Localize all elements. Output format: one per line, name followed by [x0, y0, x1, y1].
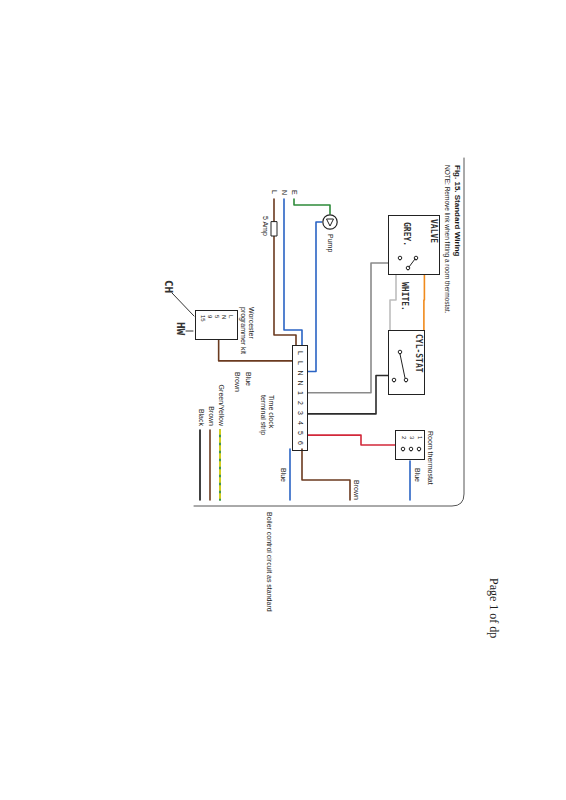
note: Boiler control circuit as standard — [265, 512, 273, 612]
circuit-note: CH — [162, 280, 174, 293]
earth-wire — [219, 430, 221, 500]
boiler-blue-wire — [289, 449, 291, 500]
terminal-name: L — [270, 190, 278, 194]
fuse-rating: 5 Amp — [261, 216, 269, 236]
wire-colour: Black — [197, 378, 205, 426]
terminal-name: N — [296, 368, 304, 378]
wire — [308, 435, 395, 445]
wire — [423, 275, 425, 330]
wire-colour: Brown — [352, 480, 360, 500]
terminal-name: E — [290, 190, 298, 195]
node-body: CYL-STAT — [411, 331, 424, 394]
node-body: VALVE — [426, 216, 439, 274]
valve-switch-symbol — [398, 256, 418, 270]
part-name: Time clock terminal strip — [260, 395, 275, 451]
zone-valve-box: VALVE — [388, 215, 440, 275]
terminal-name: 3 — [296, 408, 304, 418]
figure-title: Fig. 15. Standard Wiring — [453, 165, 462, 257]
cylinder-stat-box: CYL-STAT — [388, 330, 425, 395]
terminal-name: 6 — [296, 438, 304, 448]
wire — [308, 263, 388, 393]
pump-symbol: Pump — [322, 214, 338, 230]
boiler-brown-wire — [302, 449, 350, 500]
black-wire — [199, 430, 201, 500]
terminal-name: N — [280, 190, 288, 195]
terminal-name: 9 — [206, 315, 213, 335]
terminal-number: 2 — [400, 436, 407, 439]
mains-earth-wire — [294, 199, 330, 214]
terminal-name: 5 — [213, 315, 220, 335]
hw-leader — [186, 331, 193, 332]
terminal-name: 2 — [296, 398, 304, 408]
wire — [308, 222, 322, 372]
terminal-number: 3 — [408, 436, 415, 439]
cylinder-stat-switch-symbol — [392, 350, 408, 382]
room-stat-terminals — [401, 447, 421, 451]
wire — [308, 376, 388, 414]
fuse-symbol — [271, 222, 277, 236]
terminal-name: 15 — [199, 315, 206, 335]
terminal-name: L — [227, 315, 234, 335]
wire-colour-note: WHITE. — [399, 282, 408, 311]
node-heading: Worcester programmer kit — [240, 307, 255, 355]
wire-colour: Brown — [233, 372, 241, 392]
wire-colour: Blue — [413, 468, 421, 482]
figure-frame — [194, 158, 464, 506]
wire — [219, 340, 292, 361]
node-text: CYL-STAT — [413, 334, 422, 391]
terminal-strip: LLNN123456 — [292, 345, 308, 451]
node-text: VALVE — [428, 219, 437, 271]
pump-outline — [322, 214, 338, 230]
mains-neutral-wire — [284, 199, 302, 345]
node-heading: Pump — [326, 234, 334, 252]
programmer-box: Worcester programmer kitLN5915 — [195, 310, 238, 340]
room-thermostat-box: Room thermostat — [395, 430, 425, 460]
page-number: Page 1 of dp — [487, 578, 500, 638]
circuit-note: HW — [174, 322, 186, 335]
mains-live-wire — [274, 199, 296, 345]
terminal-name: L — [296, 348, 304, 358]
terminal-name: 4 — [296, 418, 304, 428]
wire-colour: Blue — [279, 468, 287, 482]
node-body: LLNN123456 — [293, 346, 307, 450]
white-wire — [390, 275, 396, 330]
node-body: LN5915 — [196, 311, 237, 339]
terminal-name: 1 — [296, 388, 304, 398]
terminal-name: 5 — [296, 428, 304, 438]
room-stat-blue-wire — [409, 461, 411, 500]
wire-colour-note: GREY. — [401, 222, 410, 246]
brown-wire — [209, 430, 211, 500]
note: NOTE: Remove link when fitting a room th… — [444, 165, 451, 313]
earth-wire-stripe — [219, 430, 221, 500]
terminal-name: L — [296, 358, 304, 368]
terminal-number: 1 — [416, 436, 423, 439]
terminal-name: N — [296, 378, 304, 388]
wire-colour: Green/Yellow — [217, 378, 225, 426]
wire-colour: Blue — [244, 372, 252, 386]
ch-leader — [172, 293, 194, 316]
wire-colour: Brown — [207, 378, 215, 426]
node-heading: Room thermostat — [426, 431, 434, 485]
terminal-name: N — [220, 315, 227, 335]
